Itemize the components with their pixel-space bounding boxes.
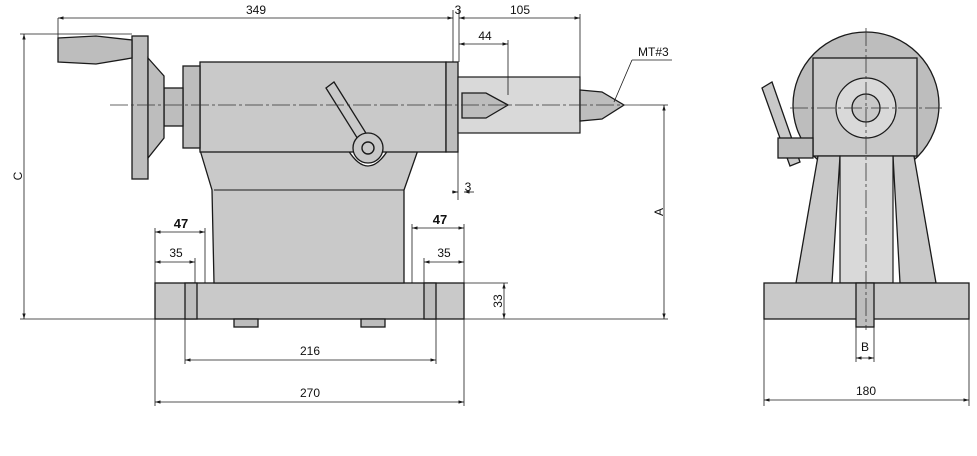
dim-35-left: 35 [169, 246, 183, 260]
dim-105: 105 [510, 3, 530, 17]
tenon-left [233, 318, 259, 328]
tenon-right [360, 318, 386, 328]
dim-270: 270 [300, 386, 320, 400]
dim-35-right: 35 [437, 246, 451, 260]
dead-center [579, 89, 626, 122]
base-plate [154, 282, 465, 320]
dim-c: C [11, 171, 25, 180]
base-slot-right [423, 282, 437, 320]
dim-44: 44 [478, 29, 492, 43]
side-view [57, 35, 640, 328]
dim-216: 216 [300, 344, 320, 358]
base-slot-left [184, 282, 198, 320]
handwheel [131, 35, 149, 180]
dim-b: B [861, 340, 869, 354]
dim-47-left: 47 [174, 216, 188, 231]
dim-3-top: 3 [455, 3, 462, 17]
dim-47-right: 47 [433, 212, 447, 227]
dim-3-bottom: 3 [465, 180, 472, 194]
dim-a: A [652, 208, 666, 216]
dim-180: 180 [856, 384, 876, 398]
barrel [199, 61, 447, 153]
dim-349: 349 [246, 3, 266, 17]
dim-mt3: MT#3 [638, 45, 669, 59]
dimensions: 349 3 105 44 MT#3 A C 47 35 [11, 3, 970, 406]
hand-crank-icon [57, 35, 133, 65]
dim-33: 33 [491, 294, 505, 308]
tailstock-body [199, 149, 419, 284]
front-view [761, 28, 970, 330]
